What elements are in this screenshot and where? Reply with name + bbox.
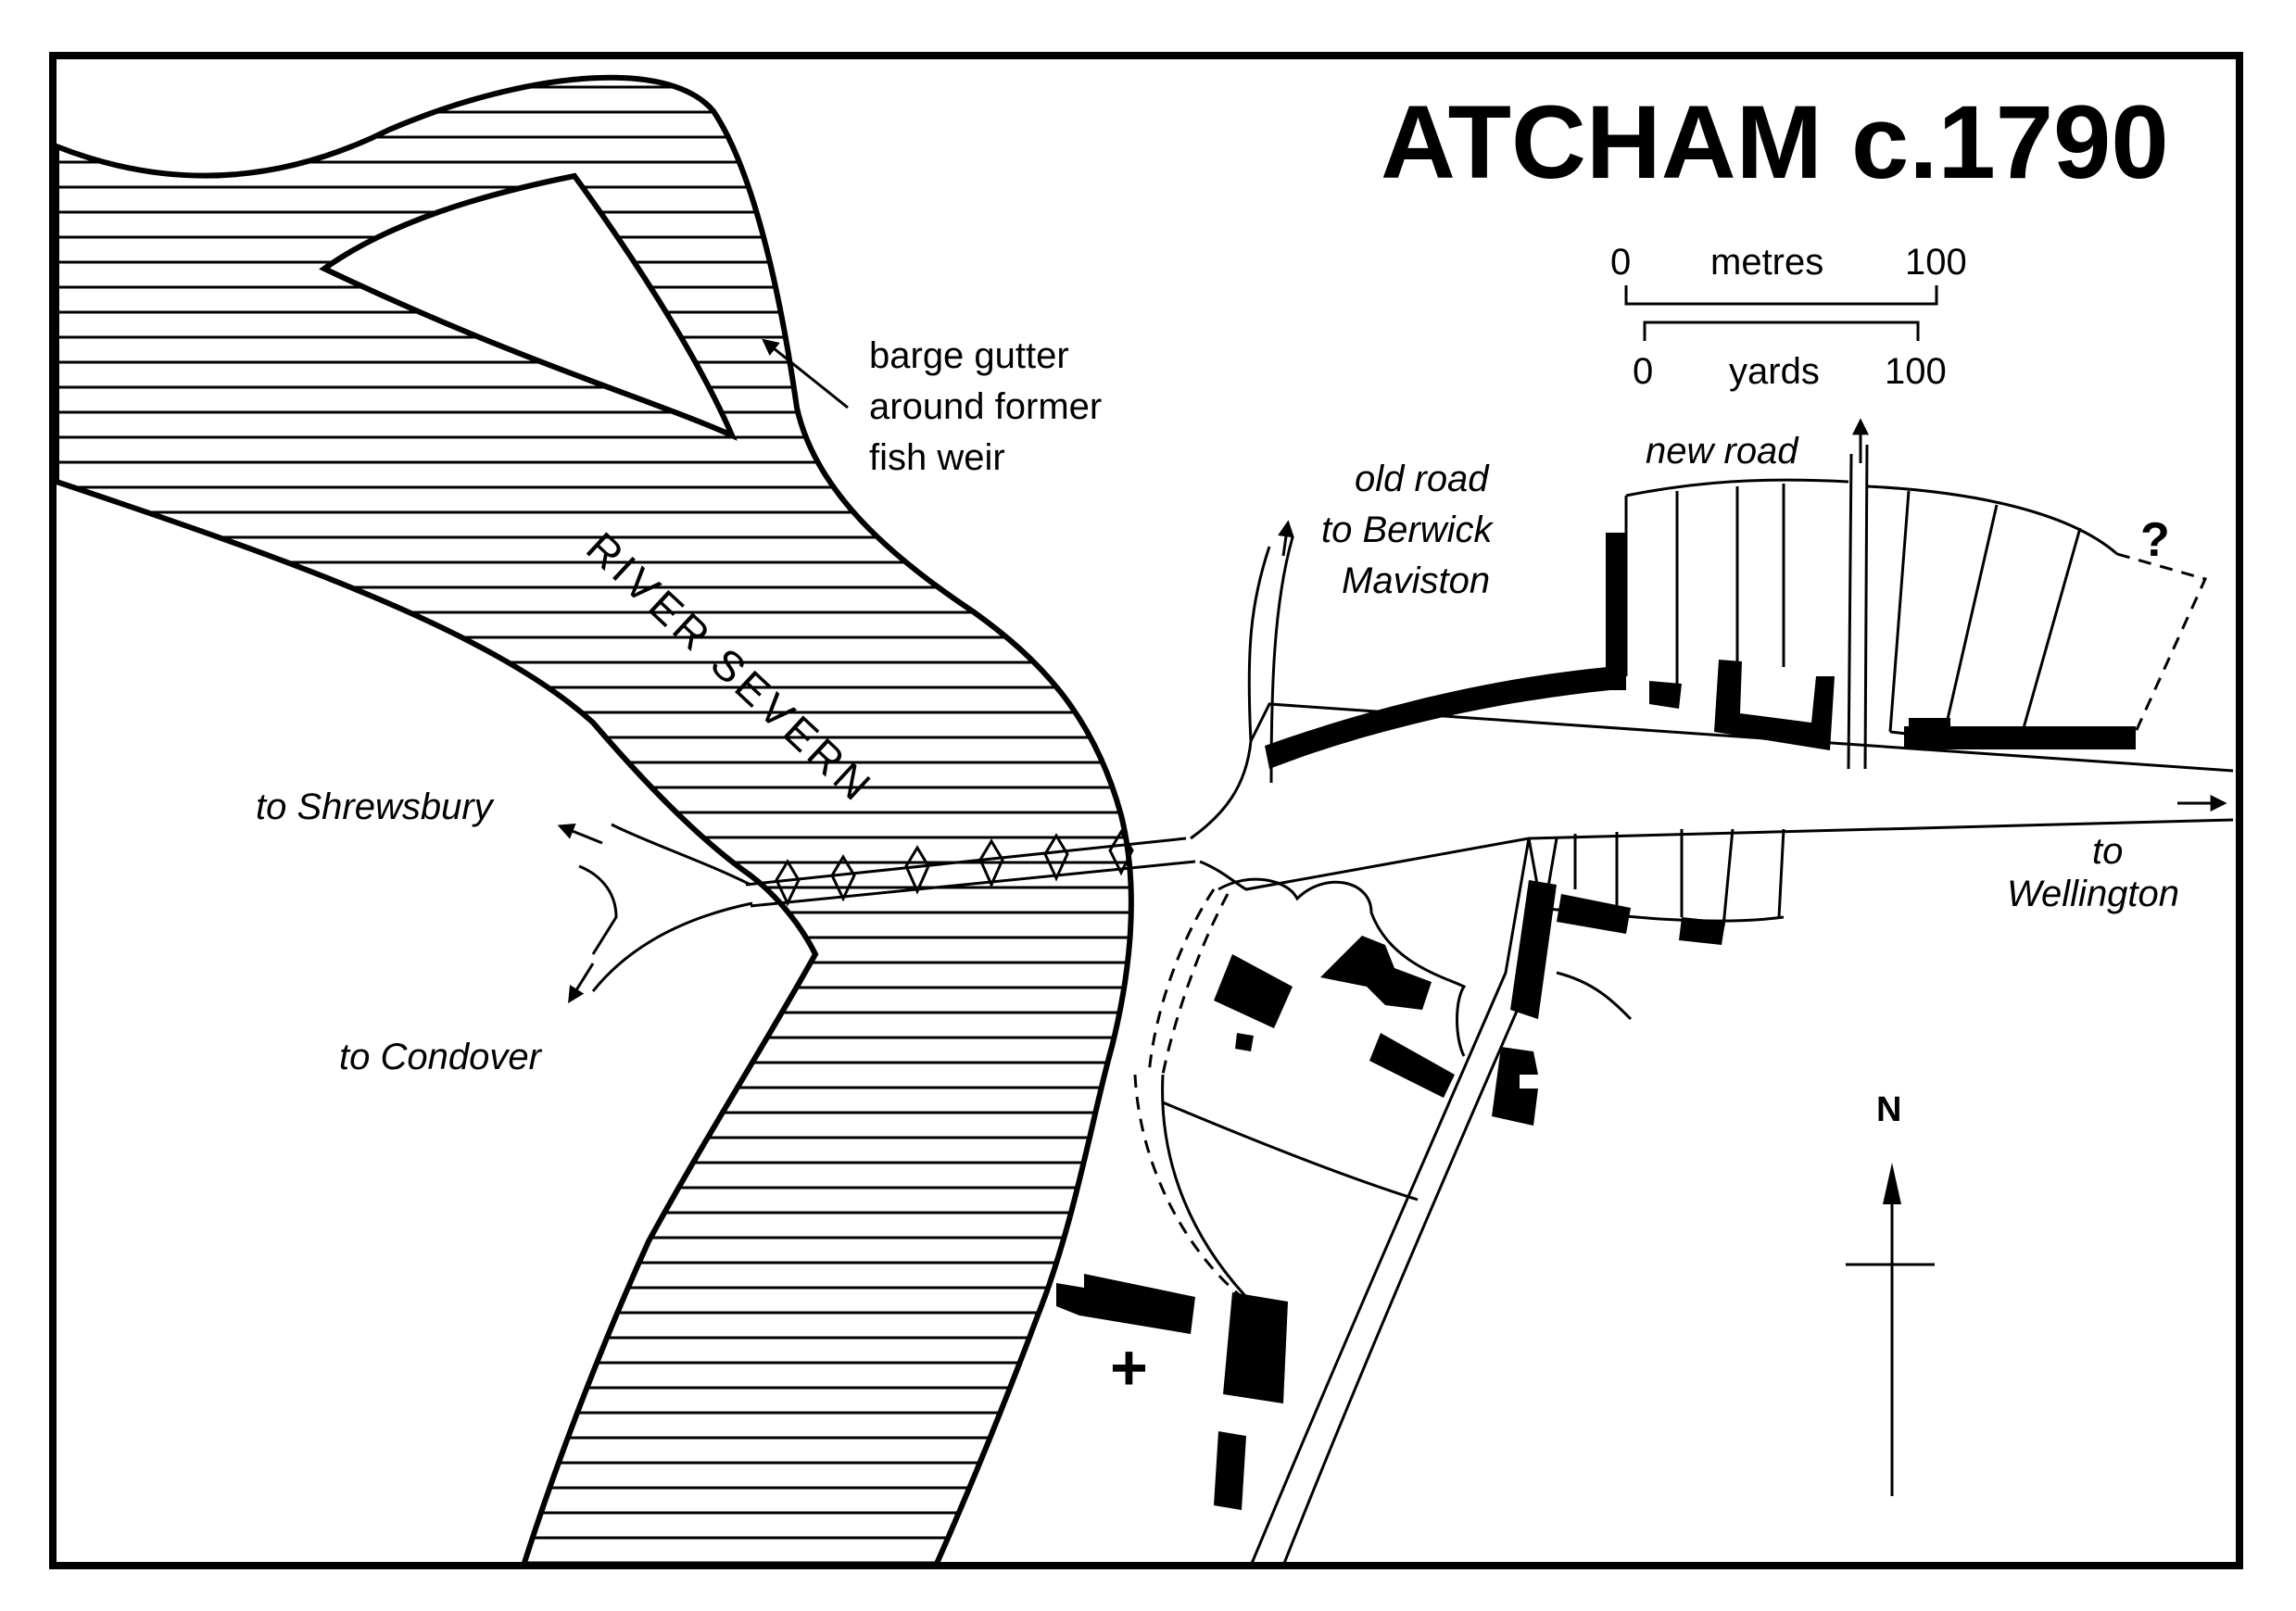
bridge-piers xyxy=(775,829,1134,907)
barge-label-line2: around former xyxy=(869,386,1102,427)
dashed-track-a xyxy=(1147,888,1216,1076)
field-boundary-c xyxy=(1217,877,1467,1057)
scale-yards-start: 0 xyxy=(1633,351,1653,392)
river-severn xyxy=(54,74,1134,1568)
buildings xyxy=(1056,533,2136,1510)
church-symbol: + xyxy=(1110,1331,1148,1403)
shrewsbury-arrow xyxy=(557,823,603,845)
main-street-south xyxy=(1199,818,2234,891)
road-to-condover xyxy=(591,901,753,992)
to-condover-label: to Condover xyxy=(339,1037,543,1077)
to-wellington-line1: to xyxy=(2092,831,2123,872)
scale-yards-end: 100 xyxy=(1885,351,1947,392)
condover-road-edge xyxy=(578,864,618,955)
map-frame xyxy=(49,52,2243,1569)
road-to-shrewsbury xyxy=(611,823,751,887)
bridge-lower xyxy=(750,860,1196,908)
map-title: ATCHAM c.1790 xyxy=(1381,84,2169,200)
scale-yards-bar xyxy=(1643,321,1920,341)
barge-gutter-pointer xyxy=(762,338,849,409)
to-wellington-line2: Wellington xyxy=(2007,874,2179,914)
dashed-track-b xyxy=(1161,893,1230,1076)
dashed-track-d xyxy=(2116,552,2208,733)
scale-metres-label: metres xyxy=(1710,242,1823,283)
scale-metres-bar xyxy=(1624,285,1938,306)
new-road-label: new road xyxy=(1646,431,1799,472)
new-road-left xyxy=(1847,453,1853,770)
scale-yards-label: yards xyxy=(1729,351,1820,392)
dashed-track-c xyxy=(1133,1074,1243,1299)
south-lane-west xyxy=(1249,837,1531,1567)
barge-label-line3: fish weir xyxy=(869,437,1005,478)
field-boundary-b xyxy=(1162,1101,1419,1202)
old-road-line2: to Berwick xyxy=(1321,510,1494,550)
old-road-arrow xyxy=(1278,520,1294,557)
uncertain-boundary-mark: ? xyxy=(2140,513,2170,567)
main-street-north xyxy=(1190,702,2234,840)
condover-arrow xyxy=(568,963,595,1004)
north-label: N xyxy=(1876,1090,1901,1129)
scale-metres-end: 100 xyxy=(1905,242,1967,283)
old-road-line1: old road xyxy=(1355,459,1490,499)
island xyxy=(319,172,738,441)
scale-metres-start: 0 xyxy=(1610,242,1631,283)
south-lane-east xyxy=(1281,837,1558,1567)
old-road-line3: Maviston xyxy=(1342,560,1490,601)
barge-label-line1: barge gutter xyxy=(869,335,1069,376)
scale-bar: 0 metres 100 0 yards 100 xyxy=(1610,242,1967,392)
field-boundary-d xyxy=(1556,971,1633,1021)
old-road-left xyxy=(1247,546,1271,742)
field-boundary-a xyxy=(1161,1074,1248,1299)
to-shrewsbury-label: to Shrewsbury xyxy=(256,787,496,827)
new-road-right xyxy=(1863,444,1869,770)
north-plots xyxy=(1624,478,2137,742)
north-arrow: N xyxy=(1846,1090,1935,1496)
north-arrow-head xyxy=(1883,1163,1901,1204)
